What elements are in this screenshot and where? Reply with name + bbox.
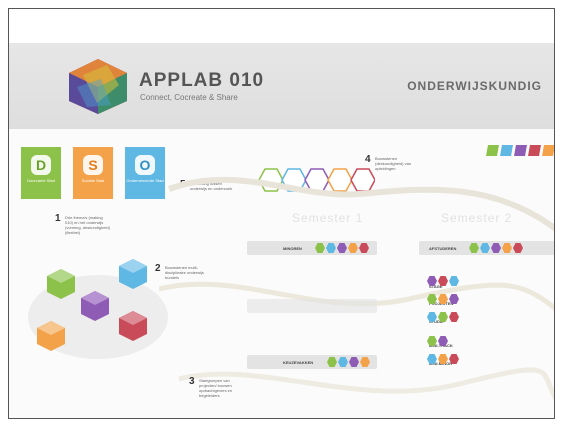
hex-row <box>315 243 370 253</box>
step-note: Bouwstenen (deskundigheid) van opleiding… <box>375 156 412 171</box>
step-number: 2 <box>155 263 161 274</box>
app-title: APPLAB 010 <box>139 70 265 91</box>
top-bar <box>9 9 554 44</box>
hex-row <box>427 354 460 364</box>
category-caption: Sociale Stad <box>81 178 105 183</box>
color-swatch-blue <box>500 145 513 156</box>
step-note: Startgroepen van projecten/ bouwen opdra… <box>199 378 233 398</box>
lane-label-keuzevakken: KEUZEVAKKEN <box>283 360 314 365</box>
hex-row <box>427 336 449 346</box>
semester-heading-1: Semester 1 <box>292 211 364 225</box>
semester-heading-2: Semester 2 <box>441 211 513 225</box>
category-letter: O <box>135 155 155 175</box>
flow-curves <box>159 176 554 401</box>
lane-bar <box>247 299 377 313</box>
step-note: Bouwstenen multi-disciplinaire onderwijs… <box>165 265 204 280</box>
hex-row <box>427 312 460 322</box>
poster-body: D Duurzame Stad S Sociale Stad O Onderne… <box>9 129 554 418</box>
hex-row <box>469 243 524 253</box>
category-caption: Ondernemende Stad <box>126 178 164 183</box>
step-number: 3 <box>189 376 195 387</box>
header-band: APPLAB 010 Connect, Cocreate & Share OND… <box>9 43 554 129</box>
step-note: Drie thema's (making 010) en het onderwi… <box>65 215 110 235</box>
hex-row <box>327 357 371 367</box>
lane-label-minoren: MINOREN <box>283 246 302 251</box>
category-letter: S <box>83 155 103 175</box>
category-caption: Duurzame Stad <box>27 178 55 183</box>
app-tagline: Connect, Cocreate & Share <box>140 93 238 102</box>
category-tile-sociale: S Sociale Stad <box>73 147 113 199</box>
hex-row <box>427 294 460 304</box>
poster-frame: APPLAB 010 Connect, Cocreate & Share OND… <box>8 8 555 419</box>
category-tile-duurzame: D Duurzame Stad <box>21 147 61 199</box>
lane-label-stage: STAGE <box>429 284 443 289</box>
hex-row <box>427 276 460 286</box>
color-swatch-purple <box>514 145 527 156</box>
lane-label-afstuderen: AFSTUDEREN <box>429 246 457 251</box>
subject-title: ONDERWIJSKUNDIG <box>407 79 542 93</box>
lane-label-studie: STUDIE <box>429 319 444 324</box>
color-swatch-green <box>486 145 499 156</box>
category-letter: D <box>31 155 51 175</box>
step-number: 4 <box>365 154 371 165</box>
color-swatch-orange <box>542 145 554 156</box>
category-tile-ondernemende: O Ondernemende Stad <box>125 147 165 199</box>
color-swatch-red <box>528 145 541 156</box>
building-blocks-cubes-illustration <box>28 259 168 359</box>
step-number: 1 <box>55 213 61 224</box>
applab-logo-cube-icon <box>69 59 127 114</box>
